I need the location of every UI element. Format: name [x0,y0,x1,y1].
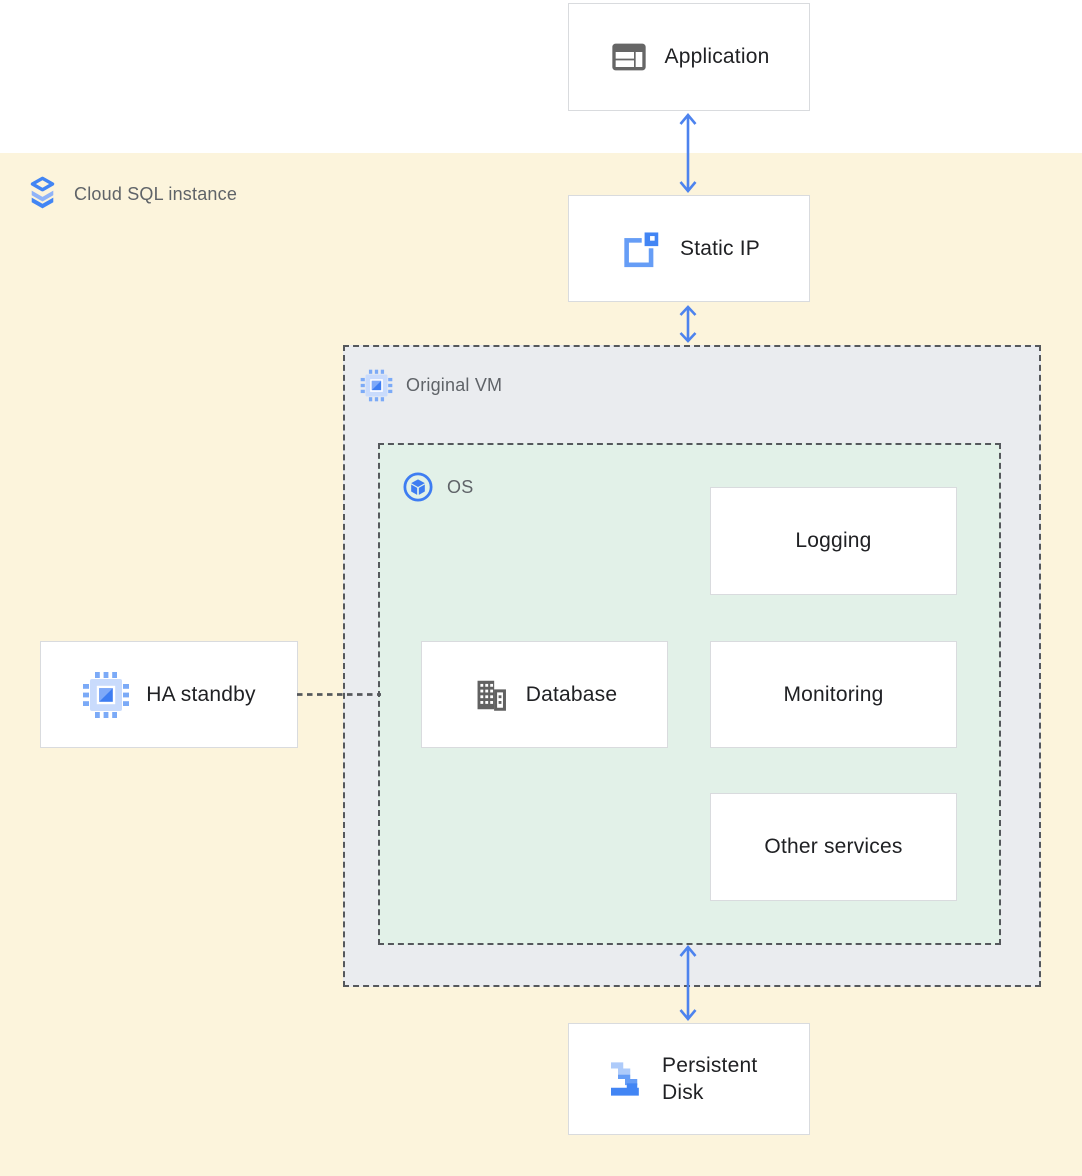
node-logging: Logging [710,487,957,595]
web-app-icon [609,37,649,77]
other-services-label: Other services [764,835,903,858]
logging-label: Logging [795,529,872,552]
persistent-disk-icon [604,1058,646,1100]
arrow-application-staticip [679,112,697,194]
node-application: Application [568,3,810,111]
database-label: Database [525,682,618,706]
node-persistent-disk: Persistent Disk [568,1023,810,1135]
ha-standby-label: HA standby [146,682,256,706]
compute-engine-icon [360,369,393,402]
application-label: Application [664,45,770,68]
node-monitoring: Monitoring [710,641,957,748]
original-vm-label: Original VM [406,375,503,395]
node-ha-standby: HA standby [40,641,298,748]
node-other-services: Other services [710,793,957,901]
persistent-disk-label: Persistent Disk [662,1053,758,1104]
arrow-os-persistentdisk [679,944,697,1022]
arrow-staticip-vm [679,305,697,343]
os-label: OS [447,476,474,497]
monitoring-label: Monitoring [783,682,884,706]
dashed-line-ha-vm [297,693,381,696]
node-static-ip: Static IP [568,195,810,302]
static-ip-label: Static IP [680,236,760,260]
original-vm-label-group: Original VM [360,369,502,402]
node-database: Database [421,641,668,748]
static-ip-icon [618,226,664,272]
os-label-group: OS [402,471,473,503]
cloud-sql-label-group: Cloud SQL instance [24,176,237,213]
cloud-sql-icon [24,176,61,213]
compute-engine-icon [82,671,130,719]
os-icon [402,471,434,503]
database-icon [472,676,510,714]
cloud-sql-label: Cloud SQL instance [74,184,238,204]
